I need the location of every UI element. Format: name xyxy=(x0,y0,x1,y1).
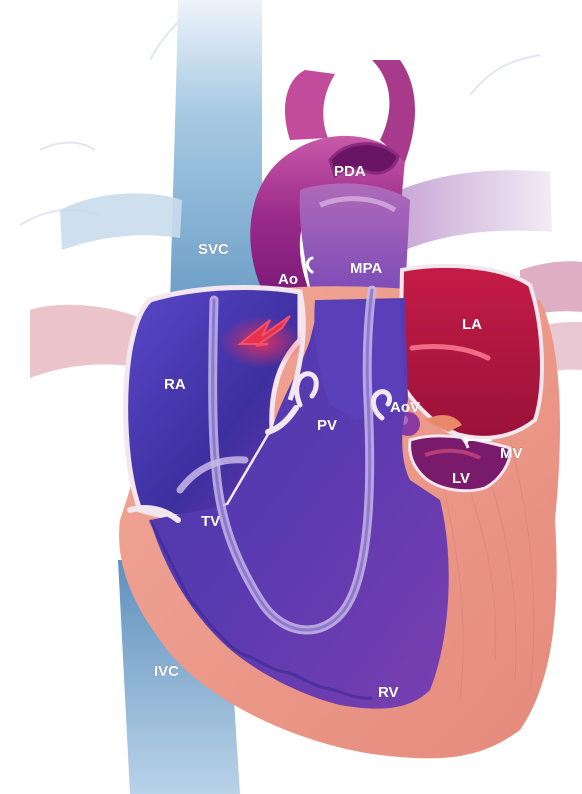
label-lv: LV xyxy=(452,470,470,487)
label-svc: SVC xyxy=(198,241,229,258)
pulmonary-artery-branch-right xyxy=(400,170,552,250)
right-pulmonary-vein-left xyxy=(30,305,140,378)
label-mv: MV xyxy=(500,445,523,462)
label-pda: PDA xyxy=(334,163,366,180)
innominate-vein xyxy=(60,193,182,250)
label-aov: AoV xyxy=(390,399,420,416)
label-tv: TV xyxy=(201,513,220,530)
label-ivc: IVC xyxy=(154,663,179,680)
label-mpa: MPA xyxy=(350,260,382,277)
superior-vena-cava xyxy=(170,0,262,310)
label-la: LA xyxy=(462,316,482,333)
label-ra: RA xyxy=(164,376,186,393)
label-rv: RV xyxy=(378,684,399,701)
label-pv: PV xyxy=(317,417,337,434)
label-ao: Ao xyxy=(278,271,298,288)
aortic-arch-upper-vessels xyxy=(285,70,335,140)
